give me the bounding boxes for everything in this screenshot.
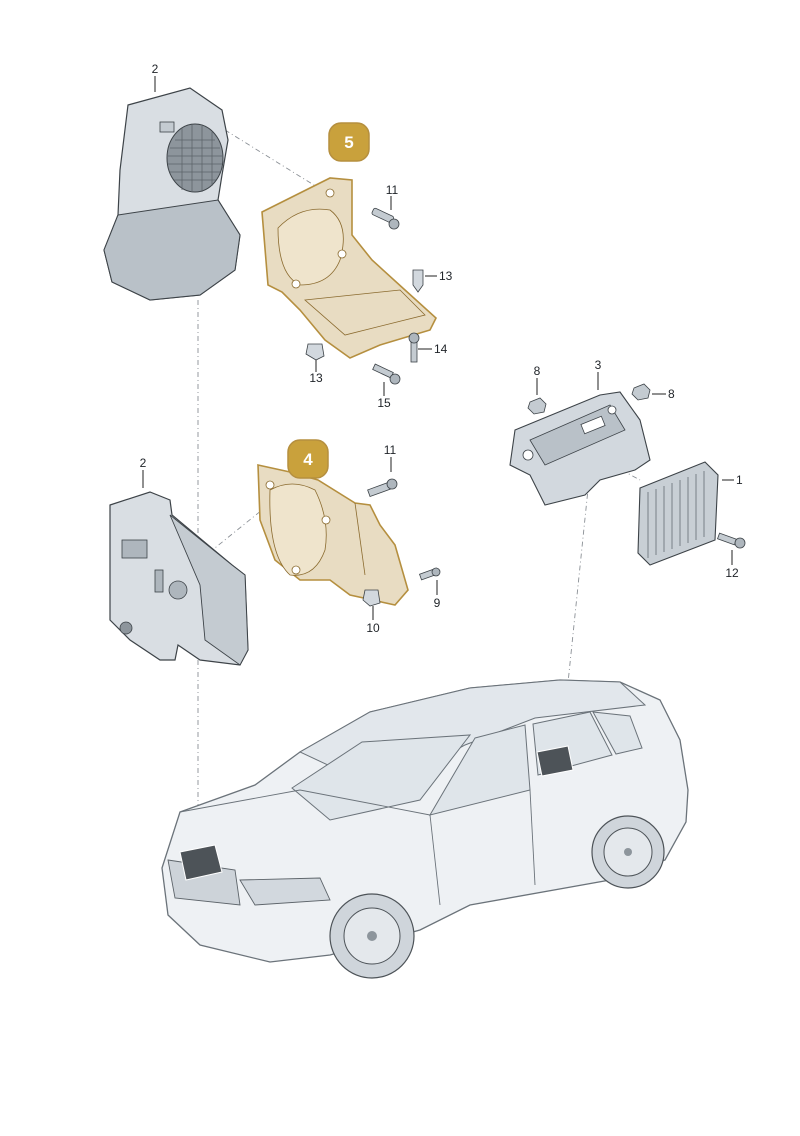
control-unit-part-1 bbox=[637, 461, 719, 566]
callout-2-lower: 2 bbox=[140, 456, 147, 470]
callout-13-right: 13 bbox=[439, 269, 453, 283]
callout-12: 12 bbox=[725, 566, 739, 580]
callout-13-left: 13 bbox=[309, 371, 323, 385]
callout-14: 14 bbox=[434, 342, 448, 356]
screw-12 bbox=[717, 532, 746, 549]
clip-13-left bbox=[305, 343, 325, 361]
front-wheel bbox=[329, 893, 415, 979]
callout-8-left: 8 bbox=[534, 364, 541, 378]
callout-11-upper: 11 bbox=[386, 183, 399, 197]
screw-11-lower bbox=[367, 478, 398, 498]
callout-15: 15 bbox=[377, 396, 391, 410]
screw-14 bbox=[408, 332, 420, 363]
rear-wheel bbox=[591, 815, 665, 889]
mounting-bracket-part-3 bbox=[509, 391, 651, 506]
callout-numbers: 2 2 3 1 8 8 9 10 11 11 12 13 13 14 15 bbox=[140, 62, 743, 635]
callout-3: 3 bbox=[595, 358, 602, 372]
screw-11-upper bbox=[371, 207, 400, 230]
vehicle-illustration bbox=[161, 679, 689, 979]
callout-9: 9 bbox=[434, 596, 441, 610]
housing-part-2-lower bbox=[109, 491, 249, 666]
nut-8-left bbox=[527, 397, 547, 415]
badge-4-label: 4 bbox=[303, 450, 313, 469]
badge-5-label: 5 bbox=[344, 133, 353, 152]
install-location-rear bbox=[536, 745, 574, 777]
screw-9 bbox=[419, 567, 441, 581]
hardware bbox=[305, 207, 746, 607]
badge-4: 4 bbox=[287, 439, 329, 479]
bracket-part-5 bbox=[261, 177, 437, 359]
callout-2-upper: 2 bbox=[152, 62, 159, 76]
install-location-front bbox=[179, 844, 223, 881]
callout-11-lower: 11 bbox=[384, 443, 397, 457]
clip-10 bbox=[362, 589, 381, 607]
clip-13-right bbox=[412, 269, 424, 293]
badge-5: 5 bbox=[328, 122, 370, 162]
screw-15 bbox=[372, 363, 401, 385]
leader-lines bbox=[142, 76, 734, 620]
callout-1: 1 bbox=[736, 473, 743, 487]
housing-part-2-upper bbox=[103, 87, 241, 301]
callout-8-right: 8 bbox=[668, 387, 675, 401]
nut-8-right bbox=[631, 383, 651, 401]
callout-10: 10 bbox=[366, 621, 380, 635]
bracket-part-4 bbox=[257, 463, 409, 606]
